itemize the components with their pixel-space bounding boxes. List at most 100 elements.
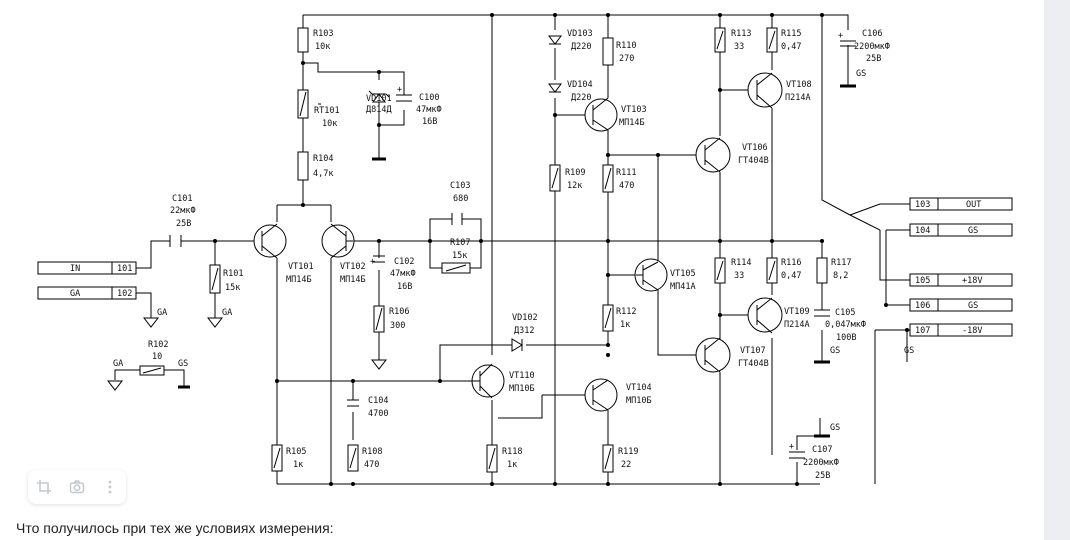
connector-name: GS	[968, 301, 978, 311]
scrollbar[interactable]	[1044, 0, 1070, 540]
connector-name: GA	[70, 289, 80, 299]
label-vt105: VT105	[670, 269, 696, 279]
label-vt102: VT102	[340, 262, 366, 272]
label-gs: GS	[856, 69, 866, 79]
label-r106: R106	[389, 307, 409, 317]
label-c105-voltage: 100В	[836, 333, 856, 343]
label-r110-value: 270	[619, 54, 634, 64]
label-vd103: VD103	[567, 29, 593, 39]
label-r113: R113	[731, 29, 751, 39]
label-vd101-type: Д814Д	[366, 105, 392, 115]
label-vt101: VT101	[288, 262, 314, 272]
label-r118-value: 1к	[507, 460, 517, 470]
label-c102: C102	[394, 257, 414, 267]
label-r111-value: 470	[619, 181, 634, 191]
label-c106: C106	[862, 29, 882, 39]
connector-num: 101	[117, 264, 132, 274]
label-c100: C100	[419, 93, 439, 103]
label-c103-value: 680	[453, 194, 468, 204]
connector-num: 107	[915, 326, 930, 336]
caption-text: Что получилось при тех же условиях измер…	[16, 520, 334, 536]
capacitors	[169, 40, 856, 459]
label-c107-voltage: 25В	[815, 471, 830, 481]
label-vt107: VT107	[740, 346, 766, 356]
label-plus: +	[370, 257, 375, 267]
connector-num: 105	[915, 276, 930, 286]
label-r108: R108	[362, 447, 382, 457]
label-c105: C105	[835, 308, 855, 318]
connector-name: +18V	[962, 276, 982, 286]
label-ga: GA	[113, 359, 123, 369]
label-r116-value: 0,47	[781, 271, 801, 281]
label-vt106-type: ГТ404В	[738, 156, 769, 166]
label-r113-value: 33	[734, 42, 744, 52]
resistors	[139, 27, 828, 473]
label-r107-value: 15к	[452, 251, 467, 261]
label-c107: C107	[812, 445, 832, 455]
label-gs: GS	[830, 346, 840, 356]
label-vt105-type: МП41А	[670, 282, 696, 292]
label-r105: R105	[286, 447, 306, 457]
amplifier-schematic: IN 101 GA 102 103 OUT 104 GS 105 +18V 10…	[37, 13, 1013, 486]
label-c104-value: 4700	[368, 409, 388, 419]
label-ga: GA	[222, 308, 232, 318]
label-r118: R118	[502, 447, 522, 457]
label-vt102-type: МП14Б	[340, 275, 366, 285]
label-vd102-type: Д312	[514, 326, 534, 336]
label-r114-value: 33	[734, 271, 744, 281]
connector-name: OUT	[966, 200, 981, 210]
label-vt109-type: П214А	[784, 320, 810, 330]
more-icon[interactable]	[99, 476, 121, 498]
label-c103: C103	[450, 181, 470, 191]
label-vd104: VD104	[567, 80, 593, 90]
label-plus: +	[838, 31, 843, 41]
label-r106-value: 300	[390, 321, 405, 331]
label-vt108: VT108	[786, 80, 812, 90]
label-c102-voltage: 16В	[397, 282, 412, 292]
label-c100-value: 47мкФ	[416, 105, 442, 115]
label-r115-value: 0,47	[781, 42, 801, 52]
label-vd101: VD101	[366, 94, 392, 104]
label-vd104-type: Д220	[571, 93, 591, 103]
label-plus: +	[397, 85, 402, 95]
label-r101: R101	[223, 269, 243, 279]
label-r111: R111	[616, 168, 636, 178]
label-r109-value: 12к	[567, 181, 582, 191]
label-vd102: VD102	[512, 313, 538, 323]
label-r112: R112	[616, 307, 636, 317]
label-r102: R102	[148, 340, 168, 350]
label-r109: R109	[565, 168, 585, 178]
camera-icon[interactable]	[66, 476, 88, 498]
label-vt103-type: МП14Б	[619, 118, 645, 128]
label-r104-value: 4,7к	[313, 169, 333, 179]
label-r102-value: 10	[152, 352, 162, 362]
label-r117-value: 8,2	[833, 271, 848, 281]
label-c102-value: 47мкФ	[390, 269, 416, 279]
label-vt101-type: МП14Б	[286, 275, 312, 285]
label-vt107-type: ГТ404В	[738, 359, 769, 369]
label-r103-value: 10к	[315, 42, 330, 52]
label-vt110-type: МП10Б	[509, 384, 535, 394]
label-vt110: VT110	[509, 371, 535, 381]
label-vt104-type: МП10Б	[626, 396, 652, 406]
label-c107-value: 2200мкФ	[803, 458, 839, 468]
connector-num: 103	[915, 200, 930, 210]
label-c104: C104	[368, 396, 388, 406]
label-vt109: VT109	[784, 307, 810, 317]
label-r115: R115	[781, 29, 801, 39]
diodes	[368, 35, 562, 352]
label-r117: R117	[831, 258, 851, 268]
label-vt106: VT106	[742, 143, 768, 153]
label-r108-value: 470	[364, 460, 379, 470]
crop-icon[interactable]	[33, 476, 55, 498]
connector-name: GS	[968, 226, 978, 236]
label-c101-voltage: 25В	[176, 219, 191, 229]
label-gs: GS	[904, 346, 914, 356]
junction-dots	[213, 13, 909, 486]
label-rt101-value: 10к	[322, 119, 337, 129]
label-ga: GA	[157, 308, 167, 318]
wiring	[114, 14, 910, 485]
connector-num: 104	[915, 226, 930, 236]
transistors	[253, 72, 783, 412]
label-vt103: VT103	[621, 105, 647, 115]
